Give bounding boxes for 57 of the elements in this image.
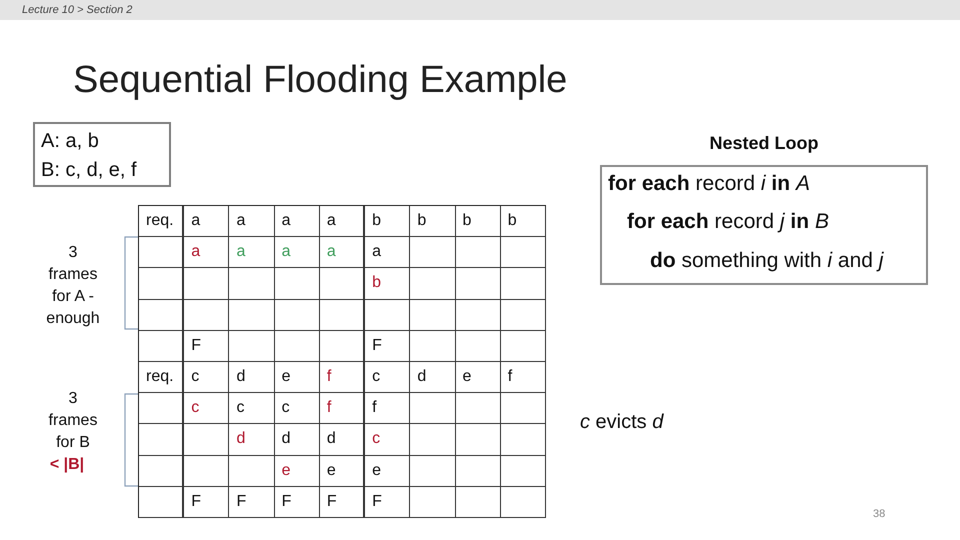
table-cell: F bbox=[365, 330, 410, 362]
table-cell: f bbox=[320, 393, 366, 424]
table-cell: b bbox=[410, 206, 456, 238]
table-cell: f bbox=[500, 362, 546, 394]
table-cell: b bbox=[456, 206, 501, 238]
table-cell: a bbox=[320, 206, 366, 238]
code-line: for each record j in B bbox=[627, 209, 829, 235]
code-line: for each record i in A bbox=[608, 171, 810, 197]
code-heading: Nested Loop bbox=[710, 132, 818, 155]
side-note: 3 frames for B bbox=[48, 389, 98, 453]
table-cell: F bbox=[184, 330, 230, 362]
table-cell: d bbox=[274, 424, 320, 456]
table-cell: a bbox=[274, 237, 320, 268]
table-cell: a bbox=[320, 237, 366, 268]
table-cell: c bbox=[229, 393, 275, 424]
table-cell: a bbox=[184, 206, 230, 238]
note-text: c evicts d bbox=[580, 410, 664, 434]
table-cell: f bbox=[365, 393, 410, 424]
table-cell: c bbox=[184, 362, 230, 394]
table-cell: F bbox=[320, 486, 366, 518]
breadcrumb: Lecture 10 > Section 2 bbox=[22, 3, 132, 17]
code-line: do something with i and j bbox=[650, 248, 884, 274]
table-cell: f bbox=[320, 362, 366, 394]
table-cell: c bbox=[365, 362, 410, 394]
table-cell: d bbox=[229, 424, 275, 456]
table-cell: req. bbox=[139, 362, 184, 394]
side-note: 3 frames for A - enough bbox=[45, 243, 101, 329]
set-box bbox=[33, 122, 171, 187]
table-cell: a bbox=[365, 237, 410, 268]
table-cell: c bbox=[274, 393, 320, 424]
side-note: < |B| bbox=[48, 455, 86, 475]
table-cell: F bbox=[229, 486, 275, 518]
table-cell: c bbox=[365, 424, 410, 456]
table-cell: a bbox=[274, 206, 320, 238]
table-cell: e bbox=[365, 456, 410, 487]
table-cell: e bbox=[274, 362, 320, 394]
slide-title: Sequential Flooding Example bbox=[73, 58, 568, 103]
table-cell: b bbox=[500, 206, 546, 238]
table-cell: a bbox=[229, 206, 275, 238]
page-number: 38 bbox=[873, 508, 886, 522]
table-cell: F bbox=[184, 486, 230, 518]
table-cell: d bbox=[229, 362, 275, 394]
table-cell: e bbox=[274, 456, 320, 487]
table-cell: d bbox=[320, 424, 366, 456]
table-cell: a bbox=[229, 237, 275, 268]
table-cell: b bbox=[365, 206, 410, 238]
table-cell: e bbox=[456, 362, 501, 394]
table-cell: e bbox=[320, 456, 366, 487]
table-cell: F bbox=[274, 486, 320, 518]
set-definition: B: c, d, e, f bbox=[41, 158, 137, 183]
table-cell: F bbox=[365, 486, 410, 518]
table-cell: c bbox=[184, 393, 230, 424]
table-cell: d bbox=[410, 362, 456, 394]
set-definition: A: a, b bbox=[41, 129, 99, 154]
table-cell: req. bbox=[139, 206, 184, 238]
table-cell: a bbox=[184, 237, 230, 268]
table-cell: b bbox=[365, 268, 410, 300]
